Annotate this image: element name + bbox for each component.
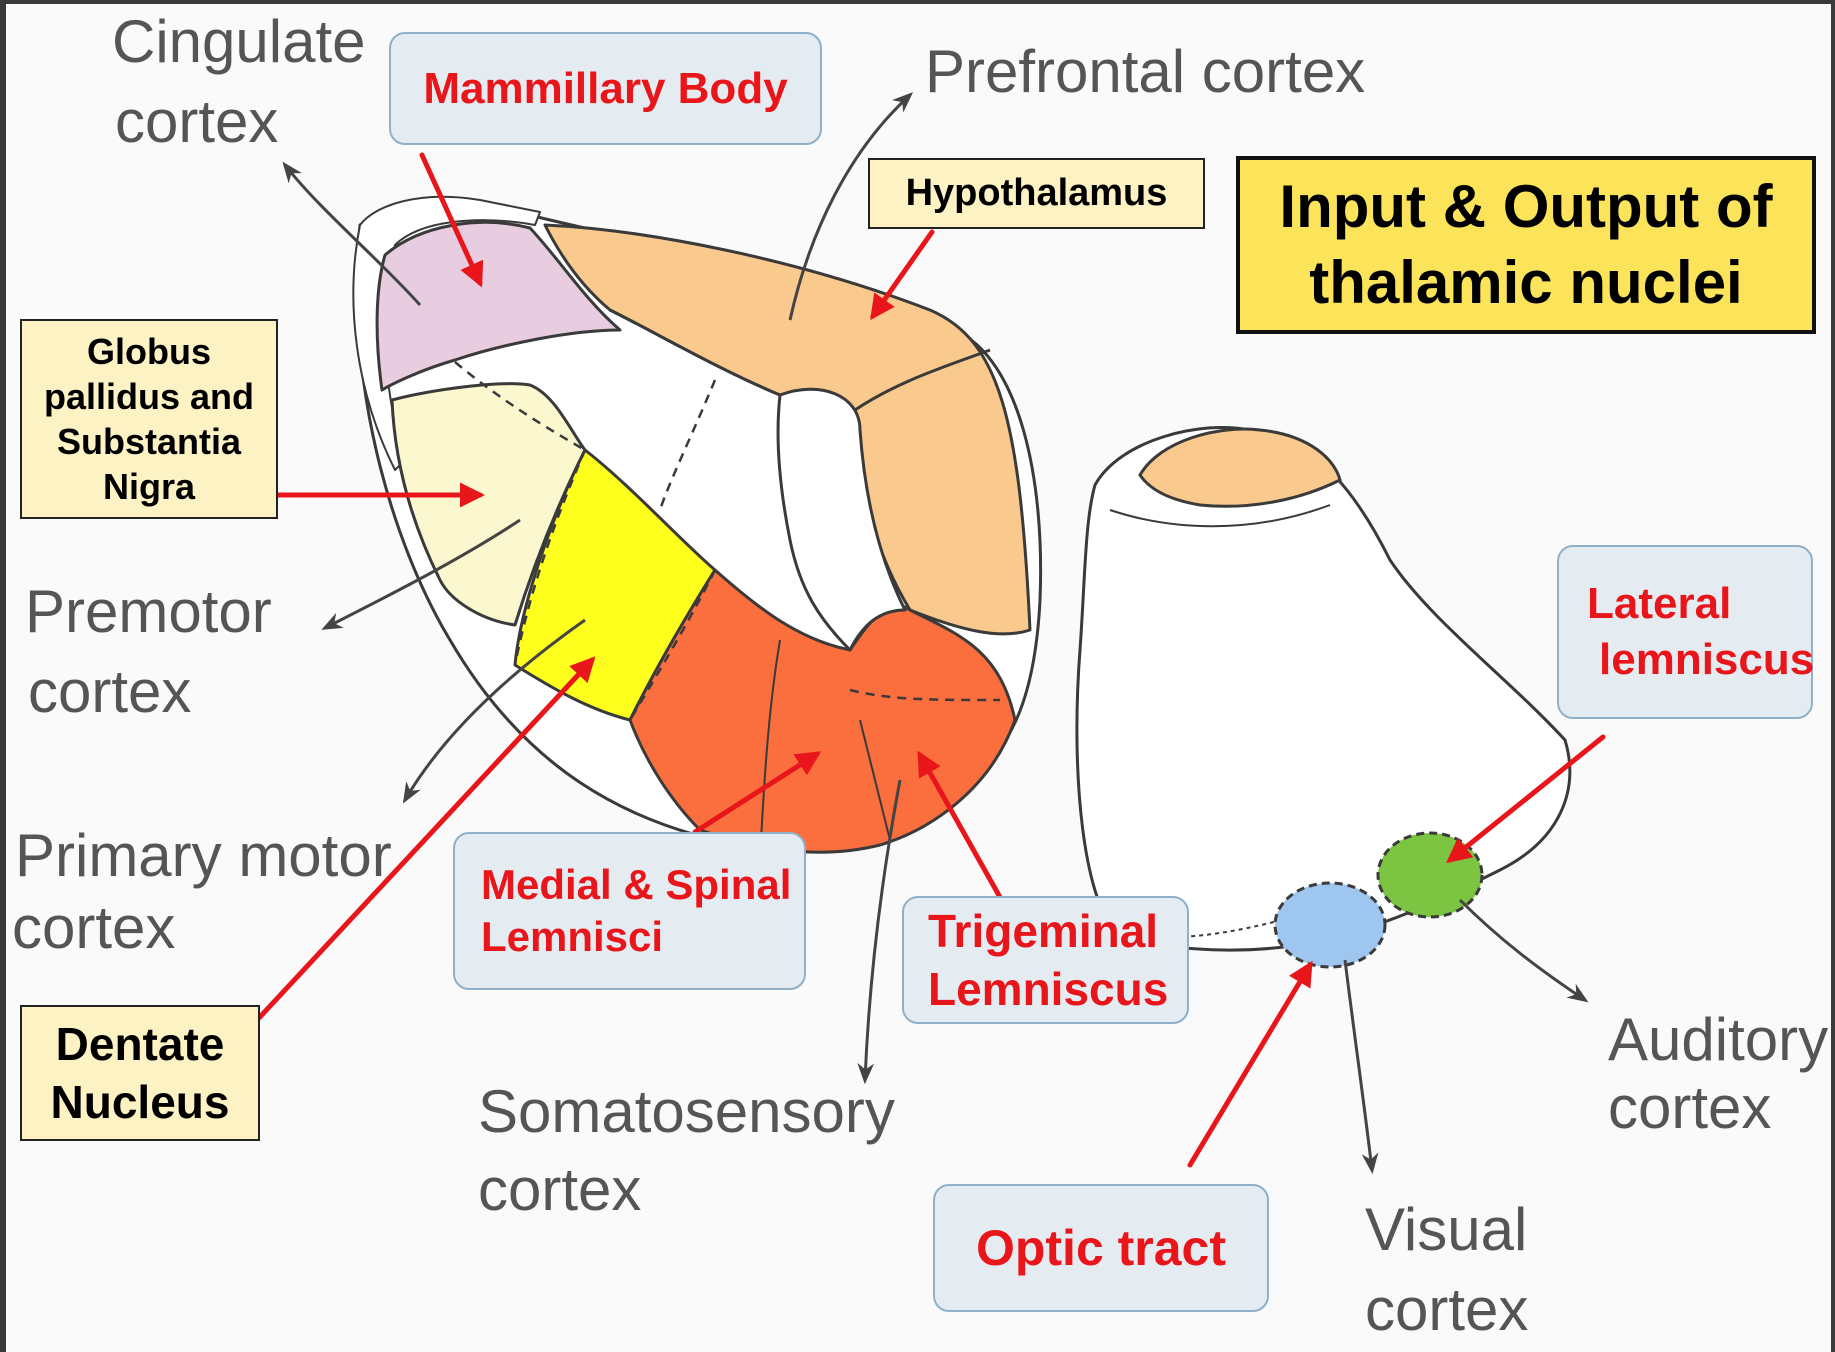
- slide-title: Input & Output of thalamic nuclei: [1236, 156, 1816, 334]
- prefrontal-cortex-label: Prefrontal cortex: [925, 38, 1365, 105]
- lateral-lemniscus-label: Lateral lemniscus: [1557, 545, 1813, 719]
- hypothalamus-label: Hypothalamus: [868, 158, 1205, 229]
- globus-pallidus-substantia-nigra-label: Globus pallidus and Substantia Nigra: [20, 319, 278, 519]
- lateral-geniculate-body: [1275, 883, 1385, 967]
- dentate-nucleus-label: Dentate Nucleus: [20, 1005, 260, 1141]
- trigeminal-lemniscus-label: Trigeminal Lemniscus: [902, 896, 1189, 1024]
- mammillary-body-label: Mammillary Body: [389, 32, 822, 145]
- optic-tract-label: Optic tract: [933, 1184, 1269, 1312]
- medial-spinal-lemnisci-label: Medial & Spinal Lemnisci: [453, 832, 806, 990]
